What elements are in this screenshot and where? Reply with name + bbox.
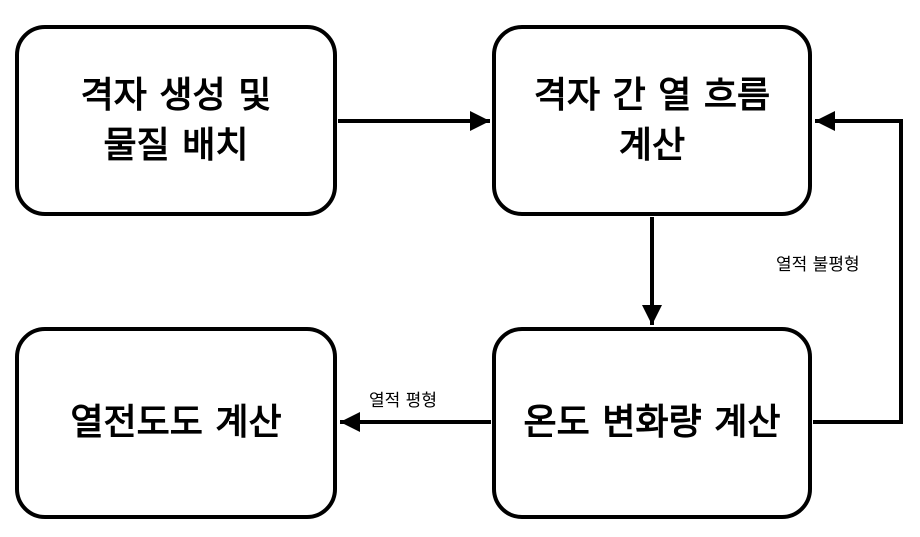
arrow-temperature-to-heatflow-loop bbox=[813, 111, 903, 424]
node-grid-setup-label: 격자 생성 및 물질 배치 bbox=[80, 74, 272, 166]
edge-label-thermal-imbalance: 열적 불평형 bbox=[776, 255, 860, 275]
node-temperature-change-label: 온도 변화량 계산 bbox=[523, 402, 781, 443]
edge-label-thermal-balance: 열적 평형 bbox=[369, 391, 437, 411]
node-conductivity-label: 열전도도 계산 bbox=[70, 402, 282, 443]
node-grid-setup: 격자 생성 및 물질 배치 bbox=[15, 25, 337, 216]
node-conductivity: 열전도도 계산 bbox=[15, 327, 337, 519]
node-temperature-change: 온도 변화량 계산 bbox=[492, 327, 812, 519]
node-heat-flow: 격자 간 열 흐름 계산 bbox=[492, 25, 812, 216]
node-heat-flow-label: 격자 간 열 흐름 계산 bbox=[533, 74, 771, 166]
